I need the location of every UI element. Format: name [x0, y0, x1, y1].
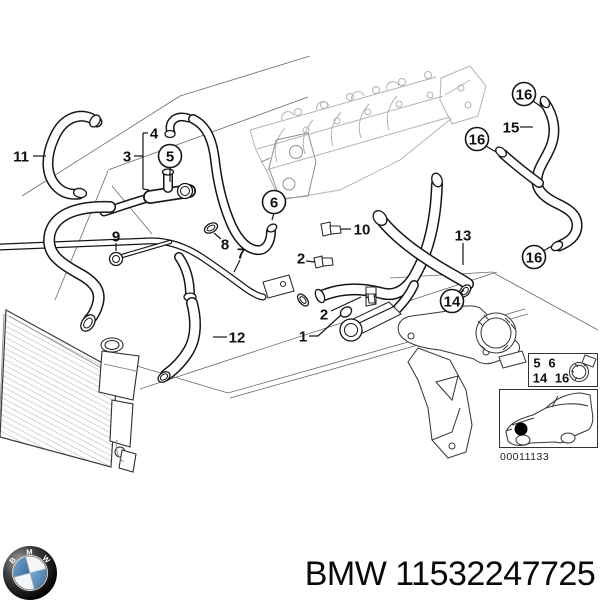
callout-2: 2 [297, 251, 305, 268]
svg-text:9: 9 [112, 229, 120, 246]
legend-number-16: 16 [555, 371, 569, 386]
callout-9: 9 [112, 229, 120, 246]
legend-box [528, 353, 598, 387]
radiator [0, 309, 140, 473]
circled-callout-14: 14 [439, 288, 465, 314]
bmw-logo: B M W [3, 546, 57, 600]
hose-15 [495, 95, 577, 253]
location-dot [514, 422, 528, 436]
hose-clamp-icon [568, 354, 597, 383]
leader-lines [33, 100, 553, 338]
bolt-2-upper [313, 255, 334, 269]
part-number-text: BMW 11532247725 [305, 555, 596, 593]
callout-11: 11 [13, 149, 29, 166]
svg-text:7: 7 [237, 246, 245, 263]
svg-text:11: 11 [13, 149, 29, 166]
svg-text:8: 8 [221, 237, 229, 254]
callout-8: 8 [221, 237, 229, 254]
svg-text:6: 6 [270, 195, 278, 212]
callout-13: 13 [455, 228, 472, 245]
svg-text:13: 13 [455, 228, 472, 245]
svg-text:14: 14 [444, 294, 461, 311]
car-inset: 00011133 [499, 389, 598, 463]
svg-text:6: 6 [548, 356, 555, 371]
legend-number-14: 14 [533, 371, 548, 386]
callout-7: 7 [237, 246, 245, 263]
circled-callout-16: 16 [521, 244, 547, 270]
svg-text:16: 16 [469, 132, 486, 149]
throttle-body-bracket [397, 305, 527, 459]
svg-text:16: 16 [555, 371, 569, 386]
callout-15: 15 [503, 120, 520, 137]
inset-code-text: 00011133 [500, 451, 549, 463]
svg-text:4: 4 [150, 126, 159, 143]
engine-sketch [249, 65, 487, 201]
car-silhouette [505, 392, 594, 446]
svg-text:5: 5 [533, 356, 540, 371]
svg-text:12: 12 [229, 330, 246, 347]
hose-12 [157, 257, 196, 383]
circled-callout-5: 5 [157, 143, 183, 169]
svg-text:15: 15 [503, 120, 520, 137]
circled-callout-16: 16 [511, 81, 537, 107]
callout-1: 1 [299, 329, 307, 346]
bolt-2-lower [365, 286, 377, 304]
callout-4: 4 [150, 126, 159, 143]
logo-letter-b: B [7, 555, 18, 565]
bolt-9 [108, 239, 173, 267]
hose-3-assembly [104, 117, 278, 250]
legend-number-5: 5 [533, 356, 540, 371]
svg-text:5: 5 [166, 149, 174, 166]
svg-text:3: 3 [123, 149, 131, 166]
callout-2: 2 [320, 307, 328, 324]
coolant-pipe-7 [0, 241, 310, 307]
callout-12: 12 [229, 330, 246, 347]
radiator-hose-lower [49, 207, 110, 332]
svg-text:16: 16 [516, 87, 533, 104]
hose-11 [48, 113, 102, 198]
bmw-roundel-quadrants [13, 556, 47, 590]
callout-10: 10 [354, 222, 371, 239]
legend-number-6: 6 [548, 356, 555, 371]
svg-text:16: 16 [526, 250, 543, 267]
svg-text:10: 10 [354, 222, 371, 239]
svg-text:14: 14 [533, 371, 548, 386]
svg-text:2: 2 [320, 307, 328, 324]
svg-text:2: 2 [297, 251, 305, 268]
circled-callout-6: 6 [261, 189, 287, 215]
circled-callout-16: 16 [464, 126, 490, 152]
engine-return-hose [314, 172, 444, 304]
hose-13 [372, 210, 473, 298]
plug-10 [320, 221, 342, 237]
callout-3: 3 [123, 149, 131, 166]
svg-text:1: 1 [299, 329, 307, 346]
logo-letter-m: M [26, 547, 33, 556]
